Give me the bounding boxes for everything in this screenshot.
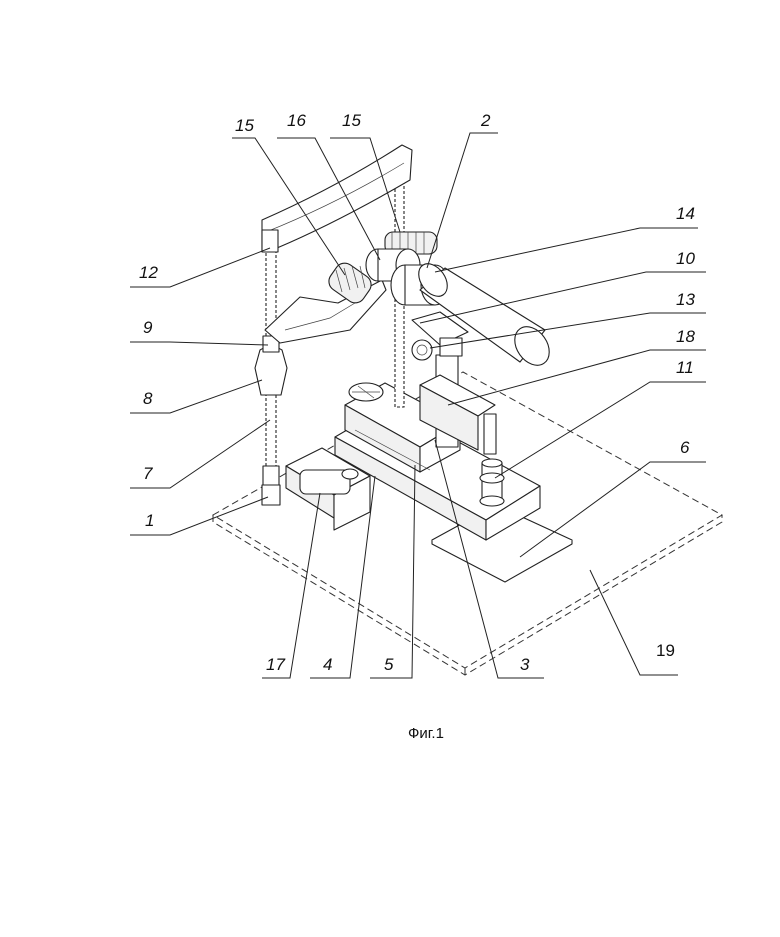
- label-15-left: 15: [235, 116, 254, 135]
- label-6: 6: [680, 438, 690, 457]
- label-17: 17: [266, 655, 285, 674]
- label-8: 8: [143, 389, 153, 408]
- label-5: 5: [384, 655, 394, 674]
- label-4: 4: [323, 655, 332, 674]
- label-19: 19: [656, 641, 675, 660]
- label-10: 10: [676, 249, 695, 268]
- label-14: 14: [676, 204, 695, 223]
- label-9: 9: [143, 318, 153, 337]
- label-7: 7: [143, 464, 153, 483]
- carriage-pad: [349, 383, 383, 401]
- label-12: 12: [139, 263, 158, 282]
- label-11: 11: [676, 358, 694, 377]
- label-16: 16: [287, 111, 306, 130]
- knob-11: [480, 459, 504, 506]
- label-3: 3: [520, 655, 530, 674]
- label-15-right: 15: [342, 111, 361, 130]
- label-13: 13: [676, 290, 695, 309]
- figure-caption: Фиг.1: [408, 725, 444, 742]
- label-2: 2: [480, 111, 491, 130]
- label-1: 1: [145, 511, 154, 530]
- label-18: 18: [676, 327, 695, 346]
- callout-labels: 15 16 15 2 14 12 10 13 9 18 11 8 7 6 1 1…: [139, 111, 695, 674]
- bracket-13: [412, 312, 468, 360]
